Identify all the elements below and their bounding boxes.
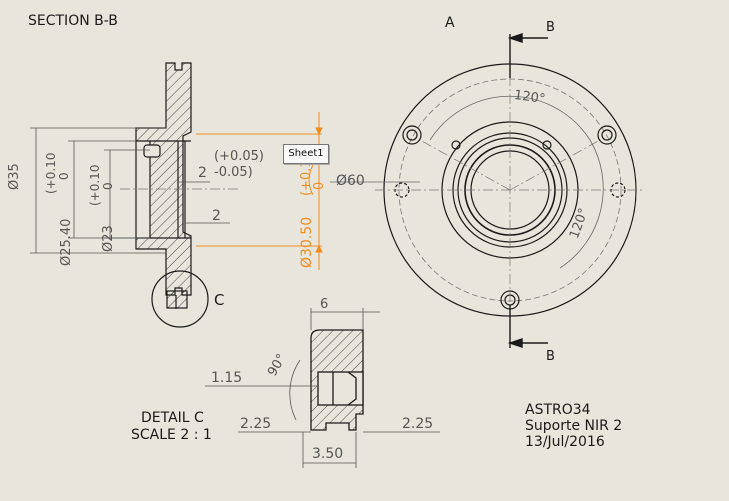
detail-c-view: [310, 329, 364, 431]
section-cut-line: [507, 33, 548, 348]
highlighted-dimension: [196, 112, 323, 270]
title-project: ASTRO34: [525, 402, 591, 418]
section-view: [120, 62, 240, 328]
dim-detail-6: 6: [320, 297, 329, 312]
dim-detail-2-25-right: 2.25: [402, 416, 434, 432]
tol-2-upper: (+0.05): [214, 149, 264, 164]
tol-30-50-upper[interactable]: (+0.1: [299, 159, 314, 196]
dim-dia23: Ø23: [101, 225, 116, 252]
dim-dia25-40: Ø25.40: [59, 218, 74, 266]
section-arrow-label-top: B: [546, 20, 555, 35]
tol-2-lower: -0.05): [214, 165, 253, 180]
section-title: SECTION B-B: [28, 13, 118, 29]
section-wall-hatch: [135, 62, 192, 296]
dim-detail-3-50: 3.50: [312, 446, 344, 462]
title-part: Suporte NIR 2: [525, 418, 623, 434]
tol-23-upper: (+0.10: [88, 164, 102, 206]
dim-dia30-50[interactable]: Ø30.50: [299, 216, 315, 268]
section-dimensions: [30, 127, 230, 254]
dim-thickness-2a: 2: [198, 165, 207, 181]
detail-scale: SCALE 2 : 1: [131, 427, 212, 443]
section-arrow-label-bottom: B: [546, 349, 555, 364]
detail-callout-label: C: [214, 291, 225, 309]
view-label-a: A: [445, 15, 455, 31]
detail-dimensions: [205, 308, 440, 468]
dim-dia60: Ø60: [336, 173, 365, 189]
dim-detail-2-25-left: 2.25: [240, 416, 272, 432]
title-block: ASTRO34 Suporte NIR 2 13/Jul/2016: [525, 402, 622, 450]
tol-25-40-lower: 0: [57, 172, 71, 180]
tol-23-lower: 0: [101, 182, 115, 190]
tol-30-50-lower[interactable]: 0: [312, 181, 327, 190]
dim-angle-120-top: 120°: [513, 87, 547, 108]
title-date: 13/Jul/2016: [525, 434, 605, 450]
angle-arcs: [330, 95, 604, 269]
front-view-centerlines: [375, 40, 645, 335]
sheet-tooltip: Sheet1: [283, 144, 329, 164]
groove-slot: [143, 144, 161, 158]
dim-dia35: Ø35: [7, 163, 22, 190]
dim-thickness-2b: 2: [212, 208, 221, 224]
detail-title: DETAIL C: [141, 410, 204, 426]
detail-c-circle: [151, 270, 209, 328]
tol-25-40-upper: (+0.10: [44, 152, 58, 194]
dim-detail-1-15: 1.15: [211, 370, 243, 386]
